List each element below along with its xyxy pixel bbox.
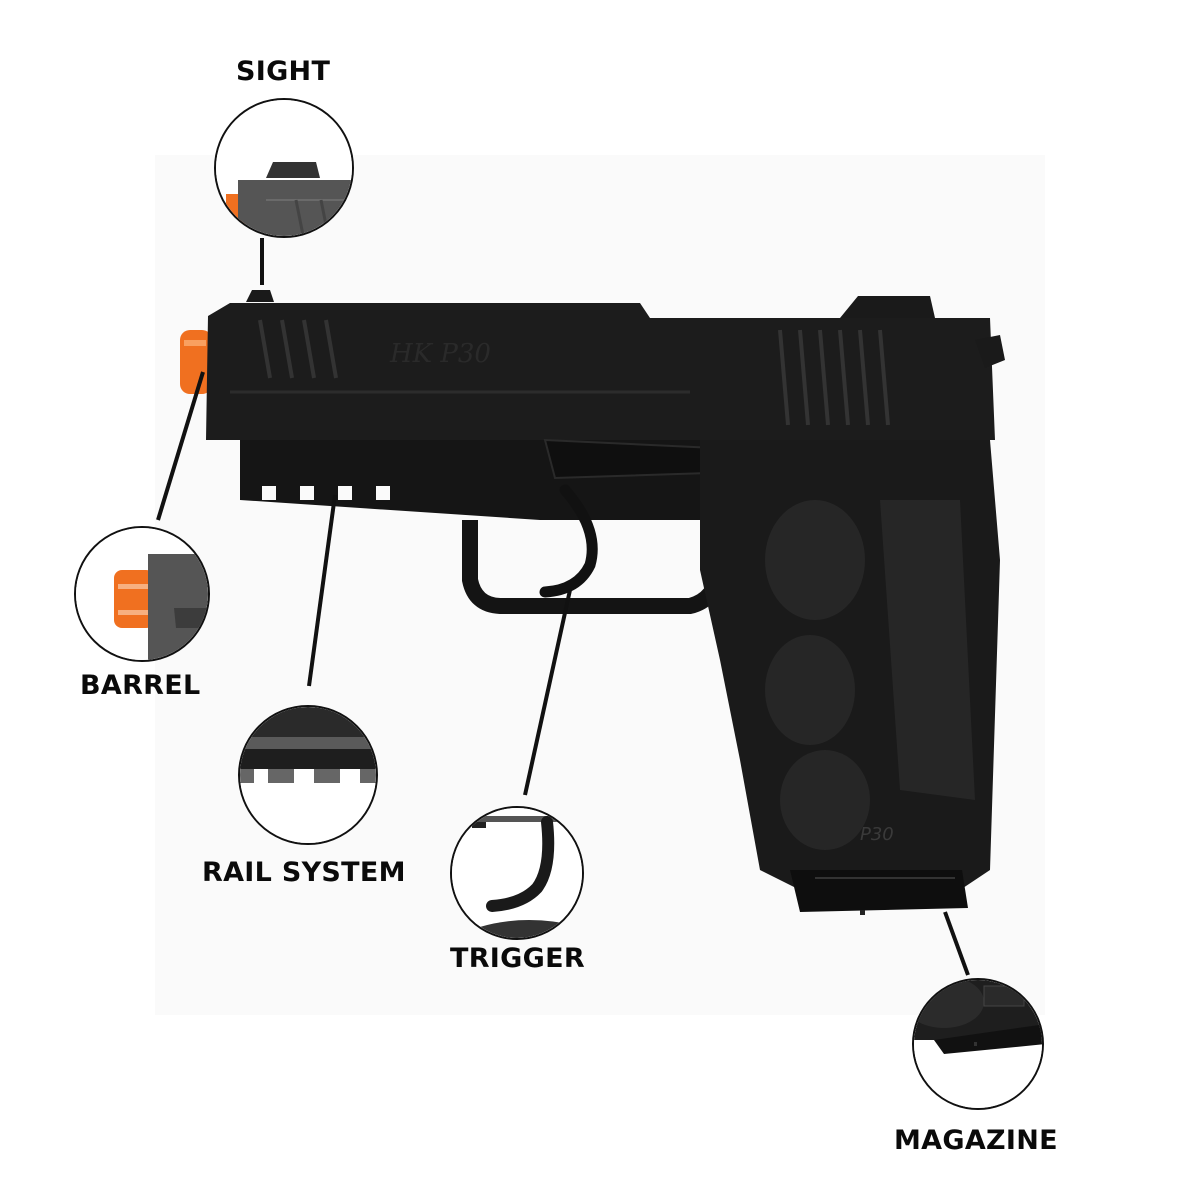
rail-leader <box>307 494 337 687</box>
barrel-detail-circle <box>74 526 210 662</box>
label-sight: SIGHT <box>236 56 331 87</box>
label-rail-system: RAIL SYSTEM <box>202 857 406 888</box>
label-barrel: BARREL <box>80 670 201 701</box>
magazine-detail-circle <box>912 978 1044 1110</box>
magazine-icon <box>934 1024 1042 1054</box>
trigger-detail-circle <box>450 806 584 940</box>
label-magazine: MAGAZINE <box>894 1125 1058 1156</box>
rail-detail-circle <box>238 705 378 845</box>
trigger-icon <box>486 816 555 912</box>
magazine-leader <box>943 911 970 976</box>
label-trigger: TRIGGER <box>450 943 585 974</box>
slide <box>206 303 995 440</box>
sight-detail-circle <box>214 98 354 238</box>
svg-text:HK P30: HK P30 <box>389 339 491 369</box>
trigger-leader <box>523 589 572 796</box>
sight-icon <box>266 162 320 178</box>
svg-text:P30: P30 <box>860 824 894 845</box>
rail-icon <box>240 769 376 783</box>
barrel-leader <box>156 371 205 521</box>
